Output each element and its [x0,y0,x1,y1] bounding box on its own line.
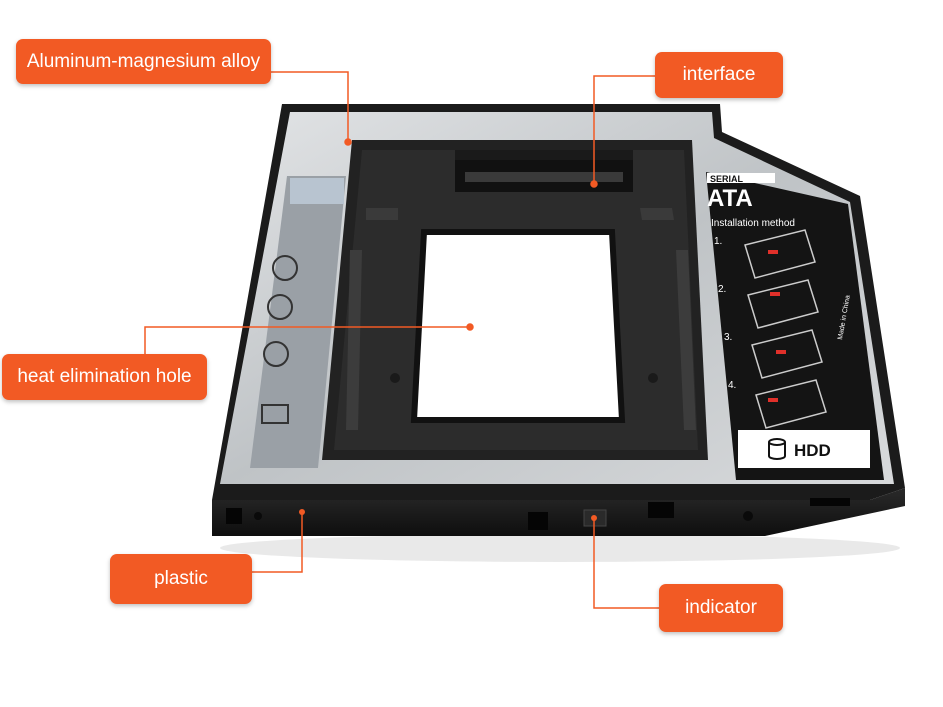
label-aluminum-magnesium-alloy: Aluminum-magnesium alloy [16,39,271,84]
step-3: 3. [724,332,732,343]
heat-hole [410,229,626,423]
label-interface: interface [655,52,783,98]
front-edge [212,488,905,536]
floor-shadow [220,534,900,562]
label-indicator: indicator [659,584,783,632]
plastic-marker-dot [299,509,305,515]
install-title: Installation method [711,218,795,229]
svg-text:ATA: ATA [707,185,753,212]
svg-text:SERIAL: SERIAL [710,174,744,184]
label-heat-elimination-hole: heat elimination hole [2,354,207,400]
step-1: 1. [714,236,722,247]
step-4: 4. [728,380,736,391]
hdd-icon [768,438,786,460]
left-sticker [250,176,346,468]
hdd-badge [738,430,870,468]
step-2: 2. [718,284,726,295]
hdd-label: HDD [794,441,831,460]
label-plastic: plastic [110,554,252,604]
sata-panel [706,172,884,480]
serial-ata-logo: SERIAL ATA [707,173,775,212]
install-diagrams [744,229,827,429]
